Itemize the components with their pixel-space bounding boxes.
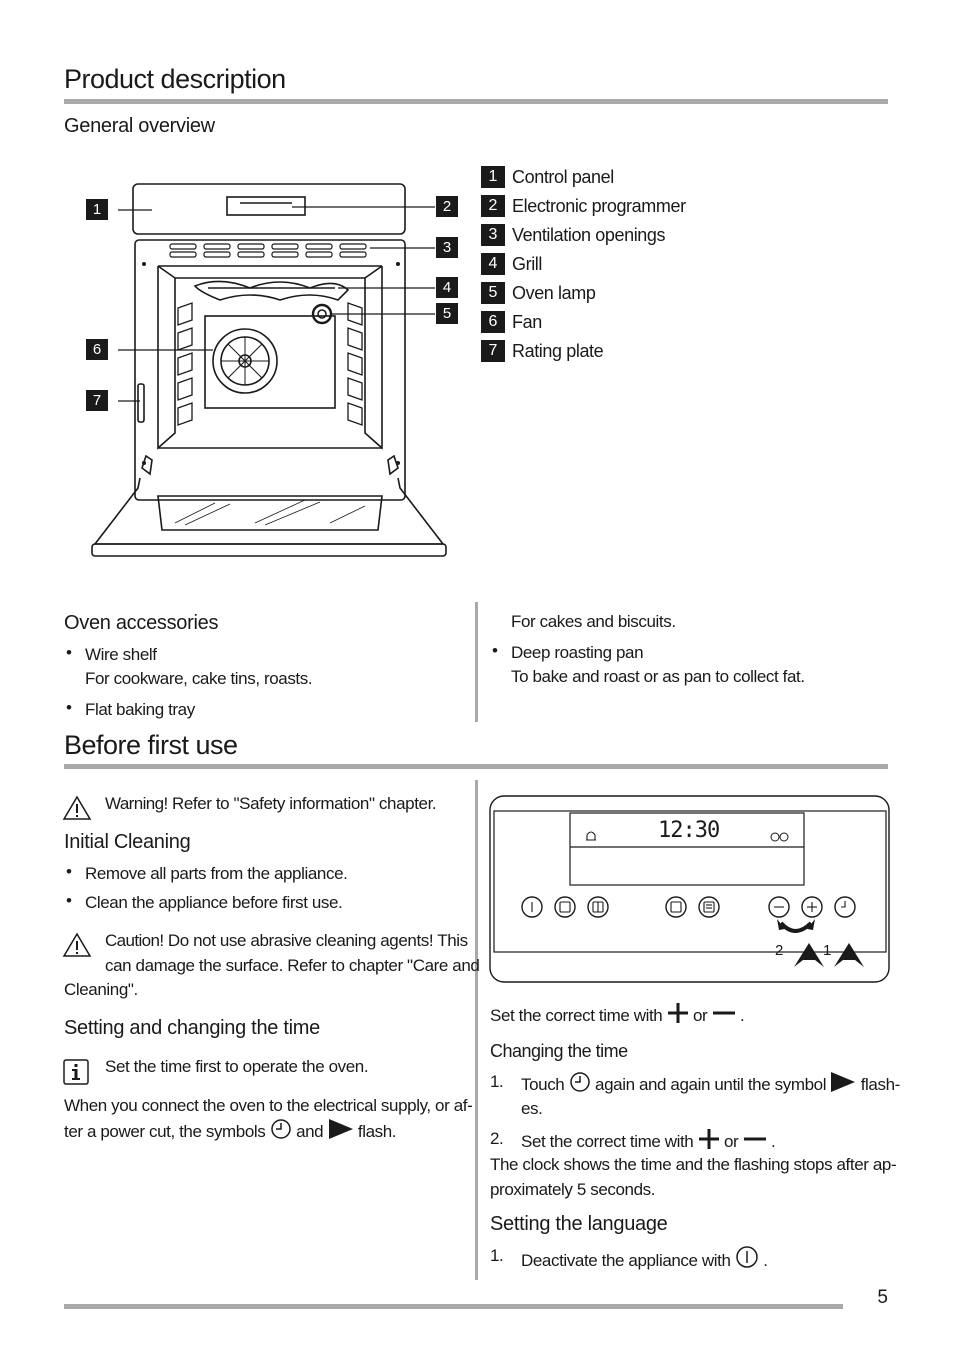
lang-step-1-num: 1. <box>490 1246 504 1265</box>
diagram-tag-7: 7 <box>86 390 108 411</box>
diagram-tag-3: 3 <box>436 237 458 258</box>
caution-icon <box>62 932 92 957</box>
warning-text: Warning! Refer to "Safety information" c… <box>105 794 437 813</box>
section-rule <box>64 764 888 769</box>
power-icon <box>736 1246 758 1268</box>
clock-icon <box>569 1072 590 1092</box>
plus-icon <box>667 1003 688 1023</box>
setting-language-heading: Setting the language <box>490 1213 668 1235</box>
flat-tray-desc: For cakes and biscuits. <box>511 612 676 631</box>
clock-small-icon <box>779 832 789 842</box>
setting-time-p1: When you connect the oven to the electri… <box>64 1096 473 1115</box>
setting-time-heading: Setting and changing the time <box>64 1017 320 1039</box>
minus-icon <box>743 1137 766 1141</box>
arrow-label-1: 1 <box>823 942 832 959</box>
general-overview-heading: General overview <box>64 115 215 137</box>
step-2-num: 2. <box>490 1129 504 1148</box>
diagram-tag-2: 2 <box>436 196 458 217</box>
deep-pan-desc: To bake and roast or as pan to collect f… <box>511 667 805 686</box>
clock-note-1: The clock shows the time and the flashin… <box>490 1155 897 1174</box>
oven-accessories-heading: Oven accessories <box>64 612 219 634</box>
column-divider <box>475 602 478 722</box>
wire-shelf-desc: For cookware, cake tins, roasts. <box>85 669 313 688</box>
timer-icon <box>770 832 780 842</box>
info-icon <box>63 1059 89 1085</box>
deep-pan-label: Deep roasting pan <box>511 643 644 662</box>
bullet: • <box>66 862 72 881</box>
diagram-tag-4: 4 <box>436 277 458 298</box>
bell-icon <box>586 831 596 841</box>
step-1-text: Touch again and again until the symbol f… <box>521 1071 900 1097</box>
lang-step-1-text: Deactivate the appliance with . <box>521 1245 768 1273</box>
setting-time-p2: ter a power cut, the symbols and flash. <box>64 1118 397 1144</box>
play-icon <box>328 1119 353 1139</box>
caution-line-2: can damage the surface. Refer to chapter… <box>105 956 480 975</box>
flat-tray-label: Flat baking tray <box>85 700 195 719</box>
diagram-tag-5: 5 <box>436 303 458 324</box>
before-first-use-heading: Before first use <box>64 730 238 760</box>
caution-line-3: Cleaning". <box>64 980 138 999</box>
page-number: 5 <box>877 1287 888 1308</box>
minus-icon <box>712 1011 735 1015</box>
column-divider <box>475 780 478 1280</box>
initial-cleaning-heading: Initial Cleaning <box>64 831 191 853</box>
play-icon <box>831 1072 856 1092</box>
step-1-text-cont: es. <box>521 1099 543 1118</box>
cleaning-item: Clean the appliance before first use. <box>85 893 343 912</box>
info-text: Set the time first to operate the oven. <box>105 1057 369 1076</box>
wire-shelf-label: Wire shelf <box>85 645 157 664</box>
step-2-text: Set the correct time with or . <box>521 1128 776 1154</box>
bullet: • <box>66 698 72 717</box>
diagram-tag-1: 1 <box>86 199 108 220</box>
footer-rule <box>64 1304 843 1309</box>
oven-diagram <box>91 183 447 557</box>
control-panel-illustration <box>489 795 890 983</box>
clock-icon <box>270 1119 291 1139</box>
caution-line-1: Caution! Do not use abrasive cleaning ag… <box>105 931 468 950</box>
bullet: • <box>66 643 72 662</box>
page-title: Product description <box>64 64 286 94</box>
diagram-tag-6: 6 <box>86 339 108 360</box>
title-rule <box>64 99 888 104</box>
clock-note-2: proximately 5 seconds. <box>490 1180 656 1199</box>
bullet: • <box>492 641 498 660</box>
warning-icon <box>62 795 92 820</box>
plus-icon <box>698 1129 719 1149</box>
arrow-label-2: 2 <box>775 942 784 959</box>
step-1-num: 1. <box>490 1072 504 1091</box>
changing-time-heading: Changing the time <box>490 1041 628 1061</box>
bullet: • <box>66 891 72 910</box>
cleaning-item: Remove all parts from the appliance. <box>85 864 348 883</box>
display-time: 12:30 <box>658 818 720 843</box>
set-correct-time: Set the correct time with or . <box>490 1002 745 1028</box>
